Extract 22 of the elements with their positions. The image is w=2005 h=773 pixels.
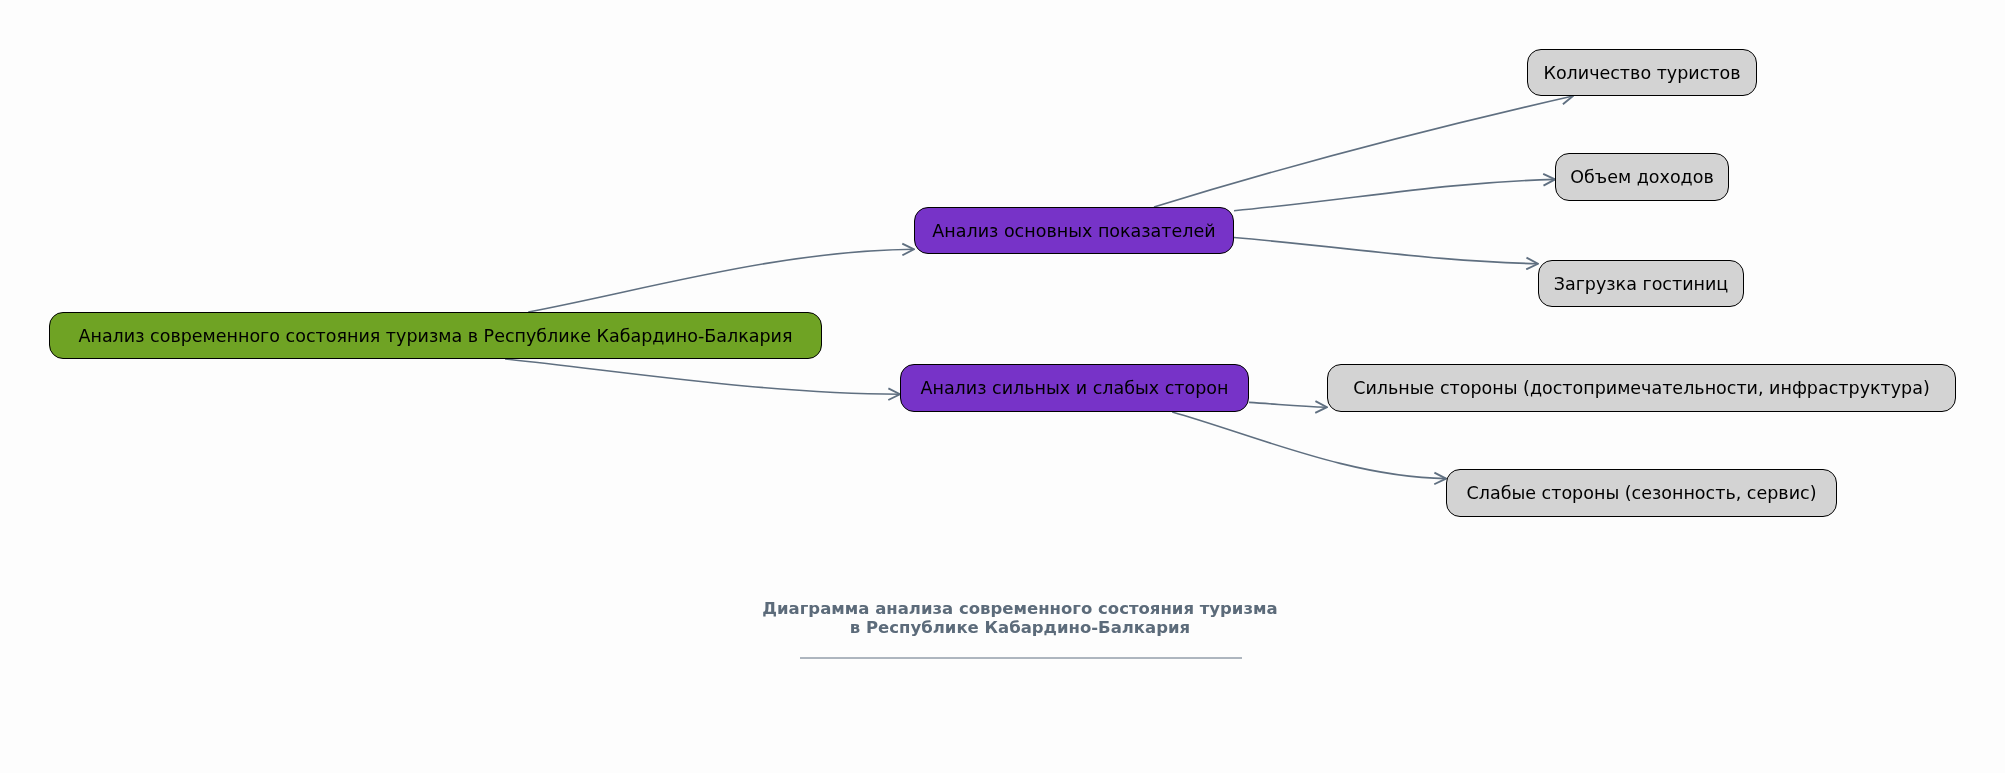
- arrow: [1233, 173, 1556, 212]
- node-label: Анализ сильных и слабых сторон: [920, 378, 1229, 398]
- node-label: Количество туристов: [1543, 62, 1741, 83]
- node-label: Сильные стороны (достопримечательности, инфраструктура): [1353, 378, 1930, 398]
- node-label: Слабые стороны (сезонность, сервис): [1466, 483, 1817, 503]
- arrow: [1233, 236, 1539, 271]
- node-box: [1538, 260, 1744, 307]
- node-box: [900, 364, 1249, 412]
- node-label: Анализ современного состояния туризма в Республике Кабардино-Балкария: [78, 325, 793, 346]
- node-label: Загрузка гостиниц: [1553, 273, 1729, 294]
- node-box: [914, 207, 1234, 254]
- arrow: [527, 242, 915, 313]
- node-box: [1555, 153, 1729, 201]
- node-label: Анализ основных показателей: [932, 220, 1216, 241]
- arrow: [1171, 411, 1447, 485]
- arrow: [1248, 400, 1328, 414]
- node-box: [49, 312, 822, 359]
- caption: Диаграмма анализа современного состояния туризма в Республике Кабардино-Балкария: [761, 600, 1279, 638]
- node-box: [1527, 49, 1757, 96]
- node-box: [1446, 469, 1837, 517]
- node-label: Объем доходов: [1570, 167, 1714, 187]
- node-box: [1327, 364, 1956, 412]
